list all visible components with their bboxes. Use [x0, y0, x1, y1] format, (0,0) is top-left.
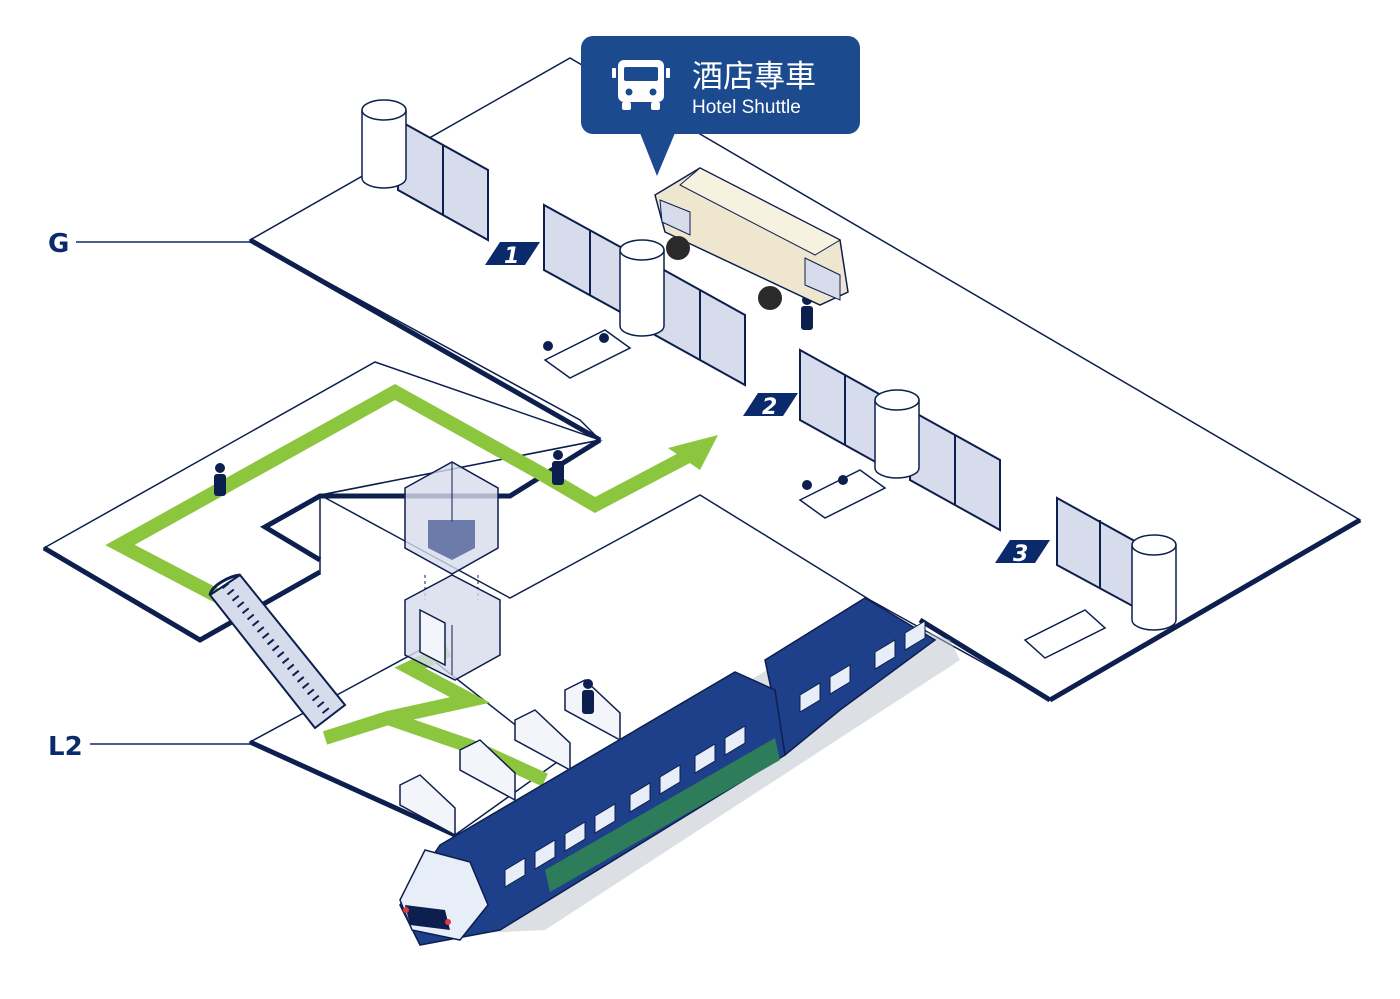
train [399, 597, 960, 946]
callout-title-en: Hotel Shuttle [692, 97, 801, 118]
svg-text:3: 3 [1013, 542, 1028, 567]
escalator [208, 573, 347, 730]
bus-icon [612, 60, 670, 110]
hotel-shuttle-bus [654, 167, 849, 310]
hotel-shuttle-callout: 酒店專車 Hotel Shuttle [581, 36, 860, 176]
route-arrowhead [668, 435, 718, 470]
svg-text:2: 2 [762, 395, 777, 420]
glass-doors [397, 118, 1141, 612]
bay-marker-3: 3 [995, 540, 1050, 567]
bay-marker-1: 1 [485, 242, 540, 269]
bay-marker-2: 2 [743, 393, 798, 420]
lift-upper [404, 461, 499, 575]
svg-text:1: 1 [504, 244, 519, 269]
level-label-station: L2 [48, 732, 83, 762]
pillars [361, 99, 1177, 631]
level-label-ground: G [48, 229, 69, 259]
callout-title-zh: 酒店專車 [692, 59, 816, 95]
benches [543, 329, 1107, 659]
people [214, 295, 848, 714]
lift-lower [404, 574, 501, 681]
